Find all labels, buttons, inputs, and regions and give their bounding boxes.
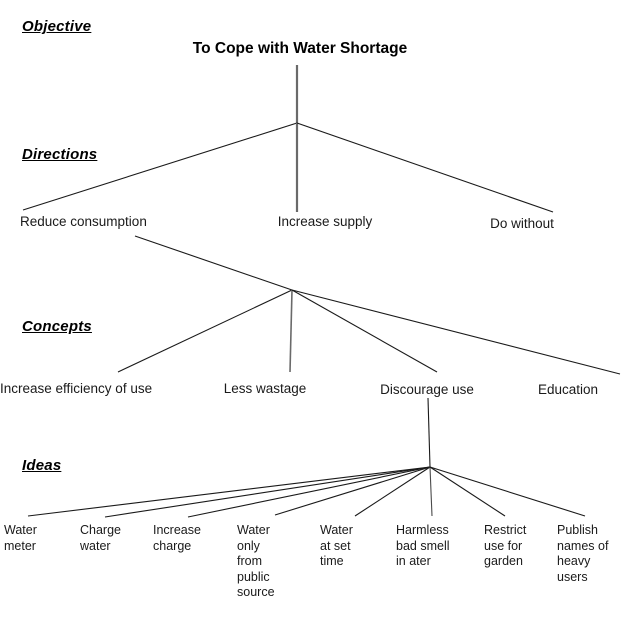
link-concepts-to-increase-efficiency <box>117 289 293 373</box>
link-objective-to-do-without <box>296 122 554 213</box>
link-ideas-to-water-at-set-time <box>354 466 431 517</box>
node-idea-publish-names-of-heavy-users: Publish names of heavy users <box>557 523 609 584</box>
node-idea-restrict-use-for-garden: Restrict use for garden <box>484 523 527 568</box>
node-direction-reduce-consumption: Reduce consumption <box>20 214 147 229</box>
level-label-directions: Directions <box>22 146 98 163</box>
node-idea-water-only-from-public-source: Water only from public source <box>237 523 275 599</box>
node-concept-less-wastage: Less wastage <box>223 381 307 396</box>
node-concept-increase-efficiency-of-use: Increase efficiency of use <box>0 381 153 396</box>
node-concept-discourage-use: Discourage use <box>380 382 474 397</box>
link-ideas-to-water-only-public <box>274 466 431 516</box>
node-direction-do-without: Do without <box>490 216 554 231</box>
link-objective-to-reduce-consumption <box>22 122 298 211</box>
level-label-concepts: Concepts <box>22 318 92 335</box>
level-label-objective: Objective <box>22 18 92 35</box>
link-concepts-to-less-wastage <box>289 289 293 373</box>
link-ideas-to-charge-water <box>104 466 431 518</box>
node-objective: To Cope with Water Shortage <box>192 40 408 57</box>
node-idea-water-meter: Water meter <box>4 523 37 553</box>
link-ideas-to-water-meter <box>27 466 431 517</box>
link-concepts-to-education <box>291 289 621 375</box>
node-idea-water-at-set-time: Water at set time <box>320 523 353 568</box>
node-direction-increase-supply: Increase supply <box>277 214 373 229</box>
node-idea-increase-charge: Increase charge <box>153 523 201 553</box>
node-idea-charge-water: Charge water <box>80 523 121 553</box>
link-ideas-to-publish-names <box>429 466 586 517</box>
link-ideas-to-restrict-use-garden <box>429 466 506 517</box>
link-ideas-to-harmless-bad-smell <box>429 466 433 517</box>
level-label-ideas: Ideas <box>22 457 62 474</box>
link-discourage-use-stem <box>427 397 431 468</box>
node-idea-harmless-bad-smell-in-water: Harmless bad smell in ater <box>396 523 450 568</box>
link-concepts-to-discourage-use <box>291 289 438 373</box>
node-concept-education: Education <box>537 382 599 397</box>
link-ideas-to-increase-charge <box>187 466 431 518</box>
link-reduce-consumption-stem <box>134 235 293 291</box>
